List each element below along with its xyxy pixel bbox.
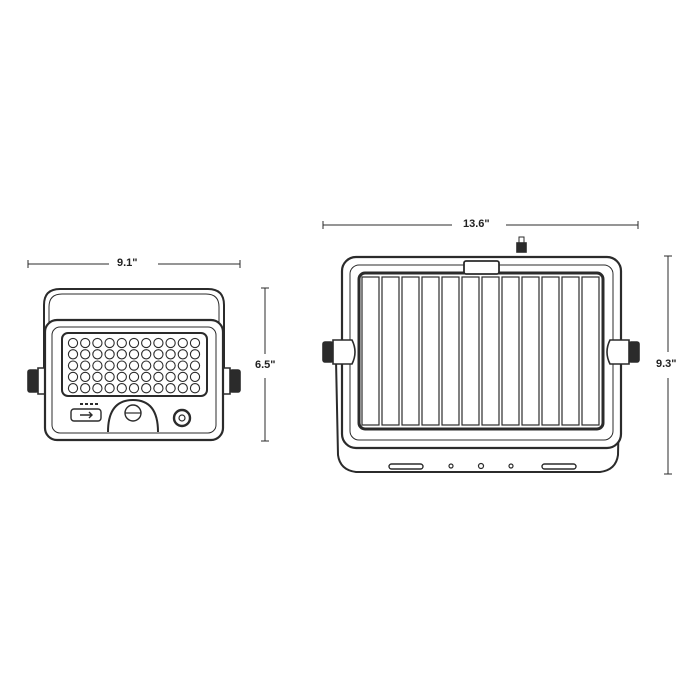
- solar-strips: [361, 276, 600, 426]
- front-light-view: [27, 260, 269, 442]
- right-width-label: 13.6": [460, 218, 493, 230]
- left-width-label: 9.1": [114, 257, 141, 269]
- right-height-label: 9.3": [653, 358, 680, 370]
- led-array: [67, 337, 201, 394]
- left-height-label: 6.5": [252, 359, 279, 371]
- solar-panel-view: [322, 221, 672, 475]
